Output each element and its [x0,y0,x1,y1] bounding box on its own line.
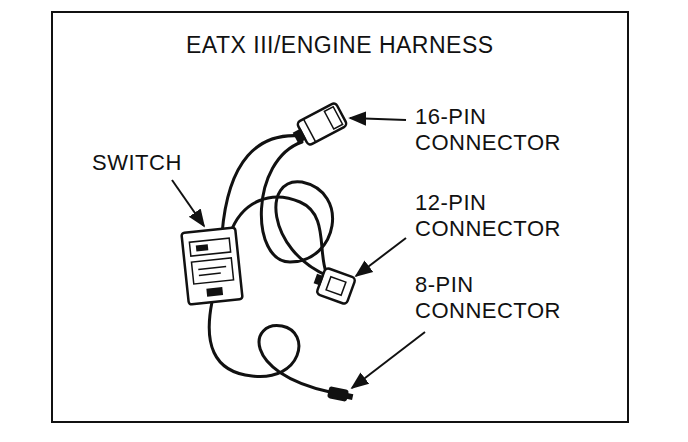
connector-8-pin [327,386,354,403]
connector-label: 16-PIN CONNECTOR [415,104,585,156]
leader-arrow [172,180,204,226]
connector-label: 12-PIN CONNECTOR [415,190,585,242]
part-label: SWITCH [92,150,232,176]
leader-arrow [356,238,406,276]
connector-12-pin [311,265,356,304]
leader-arrow [352,332,425,388]
leader-arrow [350,118,406,120]
frame [52,12,628,422]
connector-16-pin [289,102,347,149]
connector-label: 8-PIN CONNECTOR [415,272,585,324]
leader-arrows [172,118,425,388]
cable [230,197,326,272]
diagram-title: EATX III/ENGINE HARNESS [186,32,494,58]
cable [209,302,330,392]
switch-box [181,227,242,304]
